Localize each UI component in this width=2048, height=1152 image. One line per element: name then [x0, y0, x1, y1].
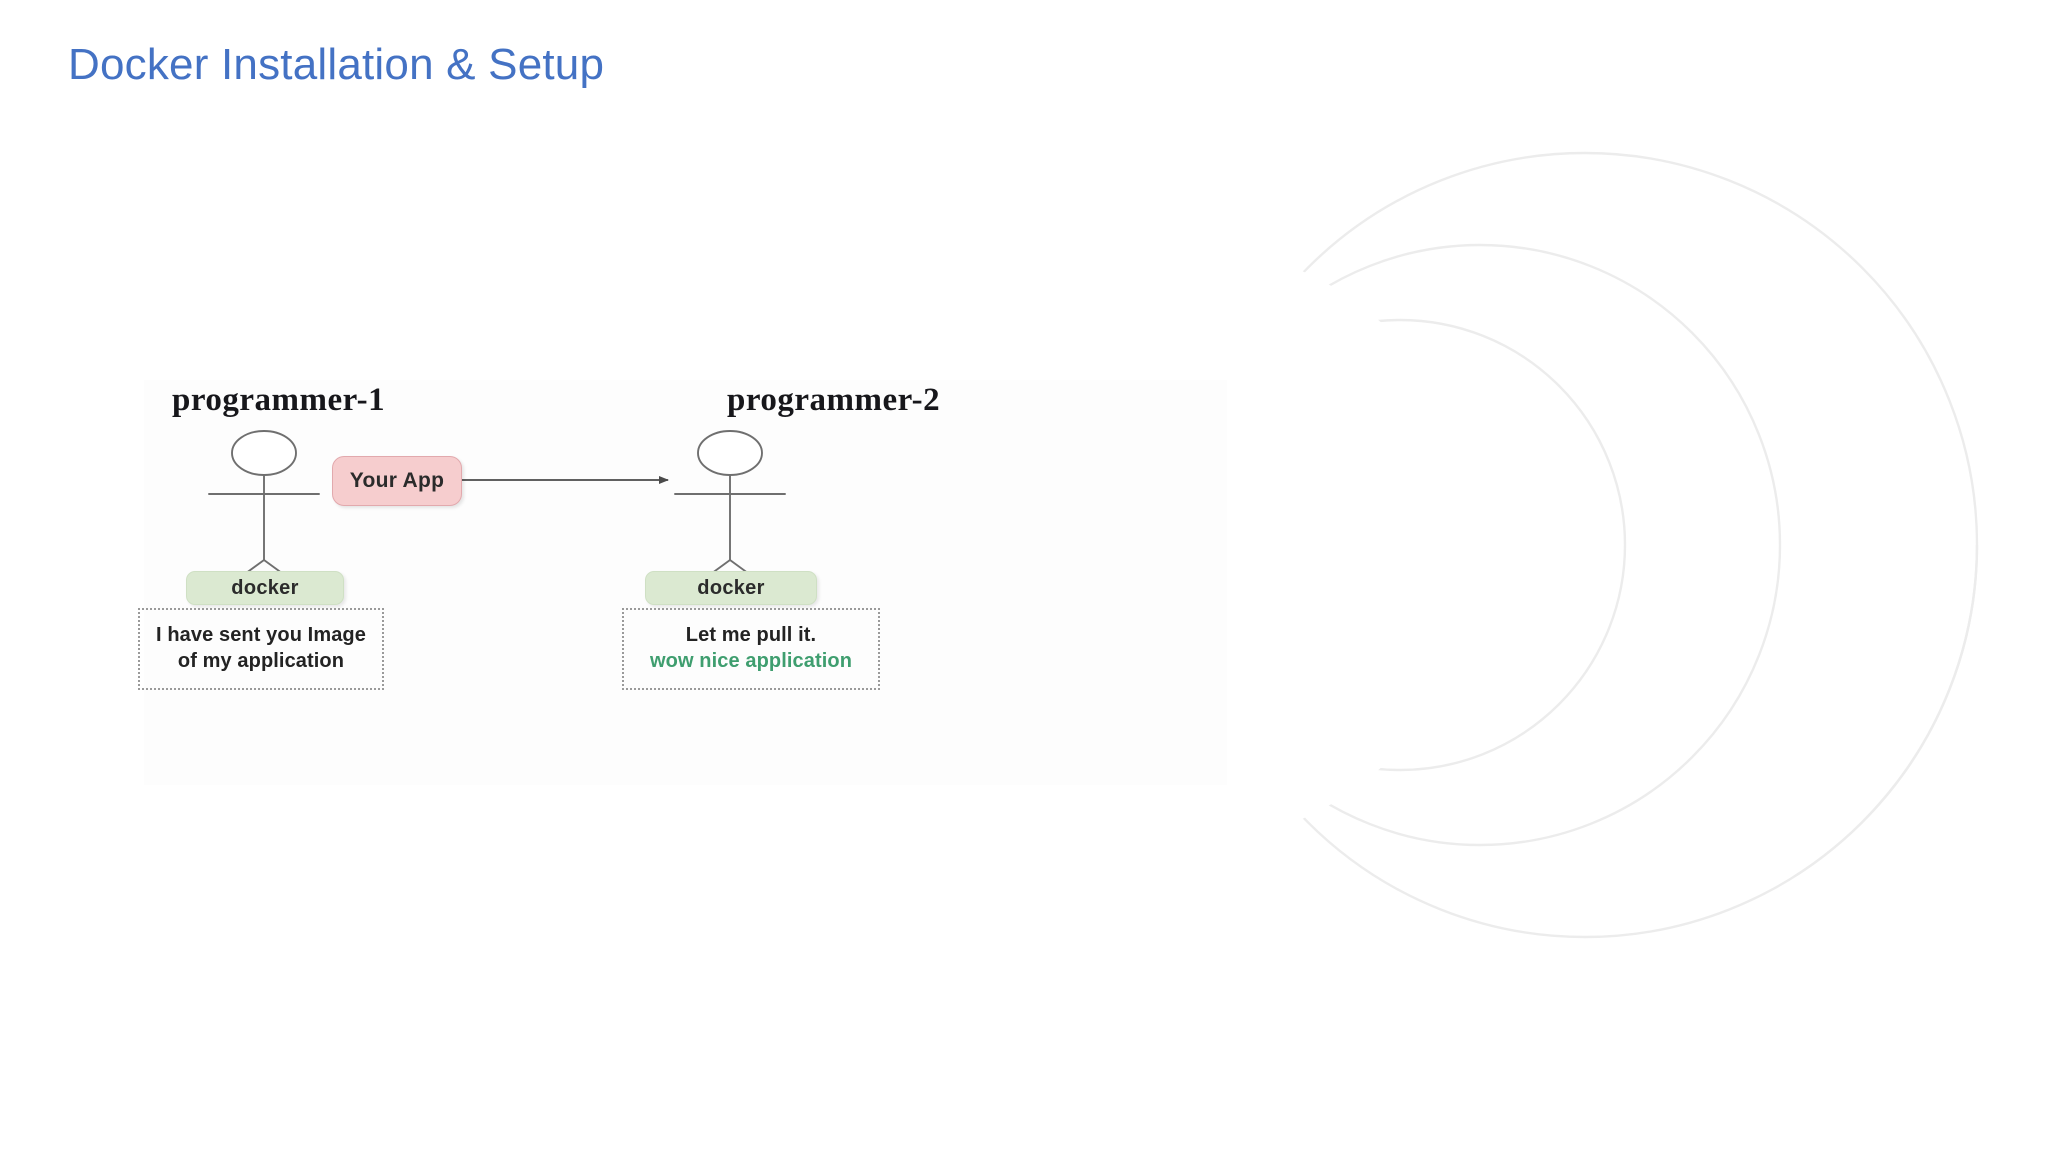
- label-programmer-2: programmer-2: [727, 382, 941, 418]
- stick-figure-1-head: [231, 430, 297, 476]
- your-app-box: Your App: [332, 456, 462, 506]
- note-right-line-1: Let me pull it.: [685, 624, 817, 647]
- label-programmer-1: programmer-1: [172, 382, 386, 418]
- note-right-line-2: wow nice application: [649, 650, 853, 672]
- page-title: Docker Installation & Setup: [68, 40, 605, 89]
- diagram-image: programmer-1 programmer-2 Your App docke…: [138, 380, 1227, 785]
- note-left-line-1: I have sent you Image: [156, 624, 366, 647]
- docker-box-right: docker: [645, 571, 817, 605]
- docker-box-left: docker: [186, 571, 344, 605]
- note-box-left: I have sent you Image of my application: [138, 608, 384, 690]
- note-left-line-2: of my application: [177, 650, 345, 672]
- stick-figure-2-head: [697, 430, 763, 476]
- note-box-right: Let me pull it. wow nice application: [622, 608, 880, 690]
